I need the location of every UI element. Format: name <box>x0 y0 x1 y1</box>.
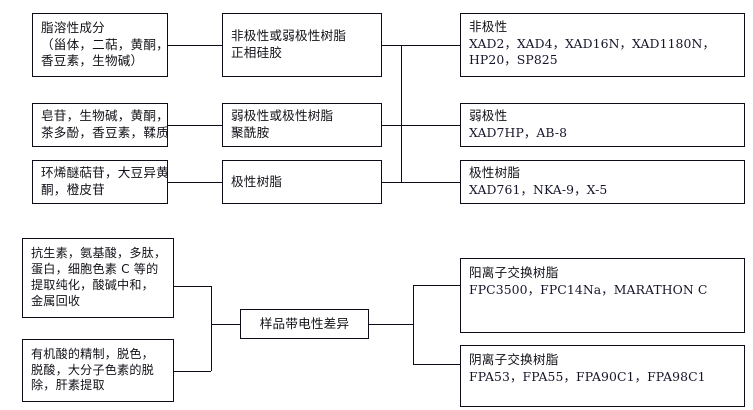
connector-sample-method-3 <box>168 182 222 183</box>
sample-line: 提取纯化，酸碱中和， <box>31 278 154 292</box>
sample-line: （甾体，二萜，黄酮， <box>41 36 169 52</box>
connector-method-bus-1 <box>382 45 401 46</box>
product-items: XAD2，XAD4，XAD16N，XAD1180N， <box>469 35 715 51</box>
sample-line: 酮，橙皮苷 <box>41 182 105 197</box>
method-line: 聚酰胺 <box>231 125 270 140</box>
sample-box-organic-acid: 有机酸的精制，脱色， 脱酸，大分子色素的脱 除，肝素提取 <box>22 339 174 402</box>
method-box-polar: 极性树脂 <box>222 160 382 204</box>
product-items: FPC3500，FPC14Na，MARATHON C <box>469 281 708 297</box>
connector-bus-product-3 <box>401 182 460 183</box>
product-box-anion-exchange: 阴离子交换树脂 FPA53，FPA55，FPA90C1，FPA98C1 <box>460 345 745 407</box>
connector-method-bus-2 <box>382 125 401 126</box>
polarity-vertical-bus <box>401 45 402 182</box>
connector-sample-method-1 <box>168 45 222 46</box>
connector-merge-hub <box>211 324 240 325</box>
method-line: 弱极性或极性树脂 <box>231 108 334 124</box>
sample-box-iridoid: 环烯醚萜苷，大豆异黄 酮，橙皮苷 <box>32 160 169 204</box>
sample-box-antibiotics: 抗生素，氨基酸，多肽， 蛋白，细胞色素 C 等的 提取纯化，酸碱中和， 金属回收 <box>22 238 174 318</box>
product-box-polar: 极性树脂 XAD761，NKA-9，X-5 <box>460 160 745 204</box>
sample-box-saponin: 皂苷，生物碱，黄酮， 茶多酚，香豆素，鞣质 <box>32 103 169 147</box>
method-box-weakpolar-polar: 弱极性或极性树脂 聚酰胺 <box>222 103 382 147</box>
sample-line: 茶多酚，香豆素，鞣质 <box>41 125 169 140</box>
sample-line: 脂溶性成分 <box>41 20 105 36</box>
sample-line: 蛋白，细胞色素 C 等的 <box>31 262 159 277</box>
method-box-nonpolar-weakpolar: 非极性或弱极性树脂 正相硅胶 <box>222 13 382 77</box>
sample-line: 除，肝素提取 <box>31 378 105 393</box>
method-line: 正相硅胶 <box>231 45 283 60</box>
charge-left-bus <box>211 286 212 371</box>
sample-line: 金属回收 <box>31 293 81 308</box>
sample-line: 抗生素，氨基酸，多肽， <box>31 246 167 261</box>
connector-split-anion <box>413 364 460 365</box>
hub-box-charge-difference: 样品带电性差异 <box>240 309 369 339</box>
product-box-cation-exchange: 阳离子交换树脂 FPC3500，FPC14Na，MARATHON C <box>460 258 745 333</box>
sample-line: 有机酸的精制，脱色， <box>31 346 154 361</box>
sample-line: 环烯醚萜苷，大豆异黄 <box>41 165 169 181</box>
connector-hub-split <box>369 324 413 325</box>
sample-line: 脱酸，大分子色素的脱 <box>31 362 154 377</box>
sample-line: 皂苷，生物碱，黄酮， <box>41 108 169 124</box>
connector-sample-merge-1 <box>174 286 211 287</box>
connector-bus-product-2 <box>401 125 460 126</box>
charge-right-bus <box>413 285 414 364</box>
product-items: HP20，SP825 <box>469 51 558 67</box>
connector-bus-product-1 <box>401 45 460 46</box>
method-line: 非极性或弱极性树脂 <box>231 28 347 44</box>
sample-line: 香豆素，生物碱） <box>41 53 144 69</box>
product-items: XAD7HP，AB-8 <box>469 124 568 140</box>
product-title: 极性树脂 <box>469 165 521 180</box>
product-title: 弱极性 <box>469 108 508 123</box>
sample-box-lipophilic: 脂溶性成分 （甾体，二萜，黄酮， 香豆素，生物碱） <box>32 13 169 77</box>
connector-sample-method-2 <box>168 125 222 126</box>
product-items: FPA53，FPA55，FPA90C1，FPA98C1 <box>469 368 706 384</box>
product-items: XAD761，NKA-9，X-5 <box>469 181 608 197</box>
product-box-nonpolar: 非极性 XAD2，XAD4，XAD16N，XAD1180N， HP20，SP82… <box>460 13 745 77</box>
product-title: 阳离子交换树脂 <box>469 265 559 280</box>
connector-method-bus-3 <box>382 182 401 183</box>
hub-label: 样品带电性差异 <box>259 315 350 331</box>
product-box-weakpolar: 弱极性 XAD7HP，AB-8 <box>460 103 745 147</box>
method-line: 极性树脂 <box>231 173 283 189</box>
product-title: 阴离子交换树脂 <box>469 352 559 367</box>
connector-split-cation <box>413 285 460 286</box>
connector-sample-merge-2 <box>174 371 211 372</box>
product-title: 非极性 <box>469 19 508 34</box>
